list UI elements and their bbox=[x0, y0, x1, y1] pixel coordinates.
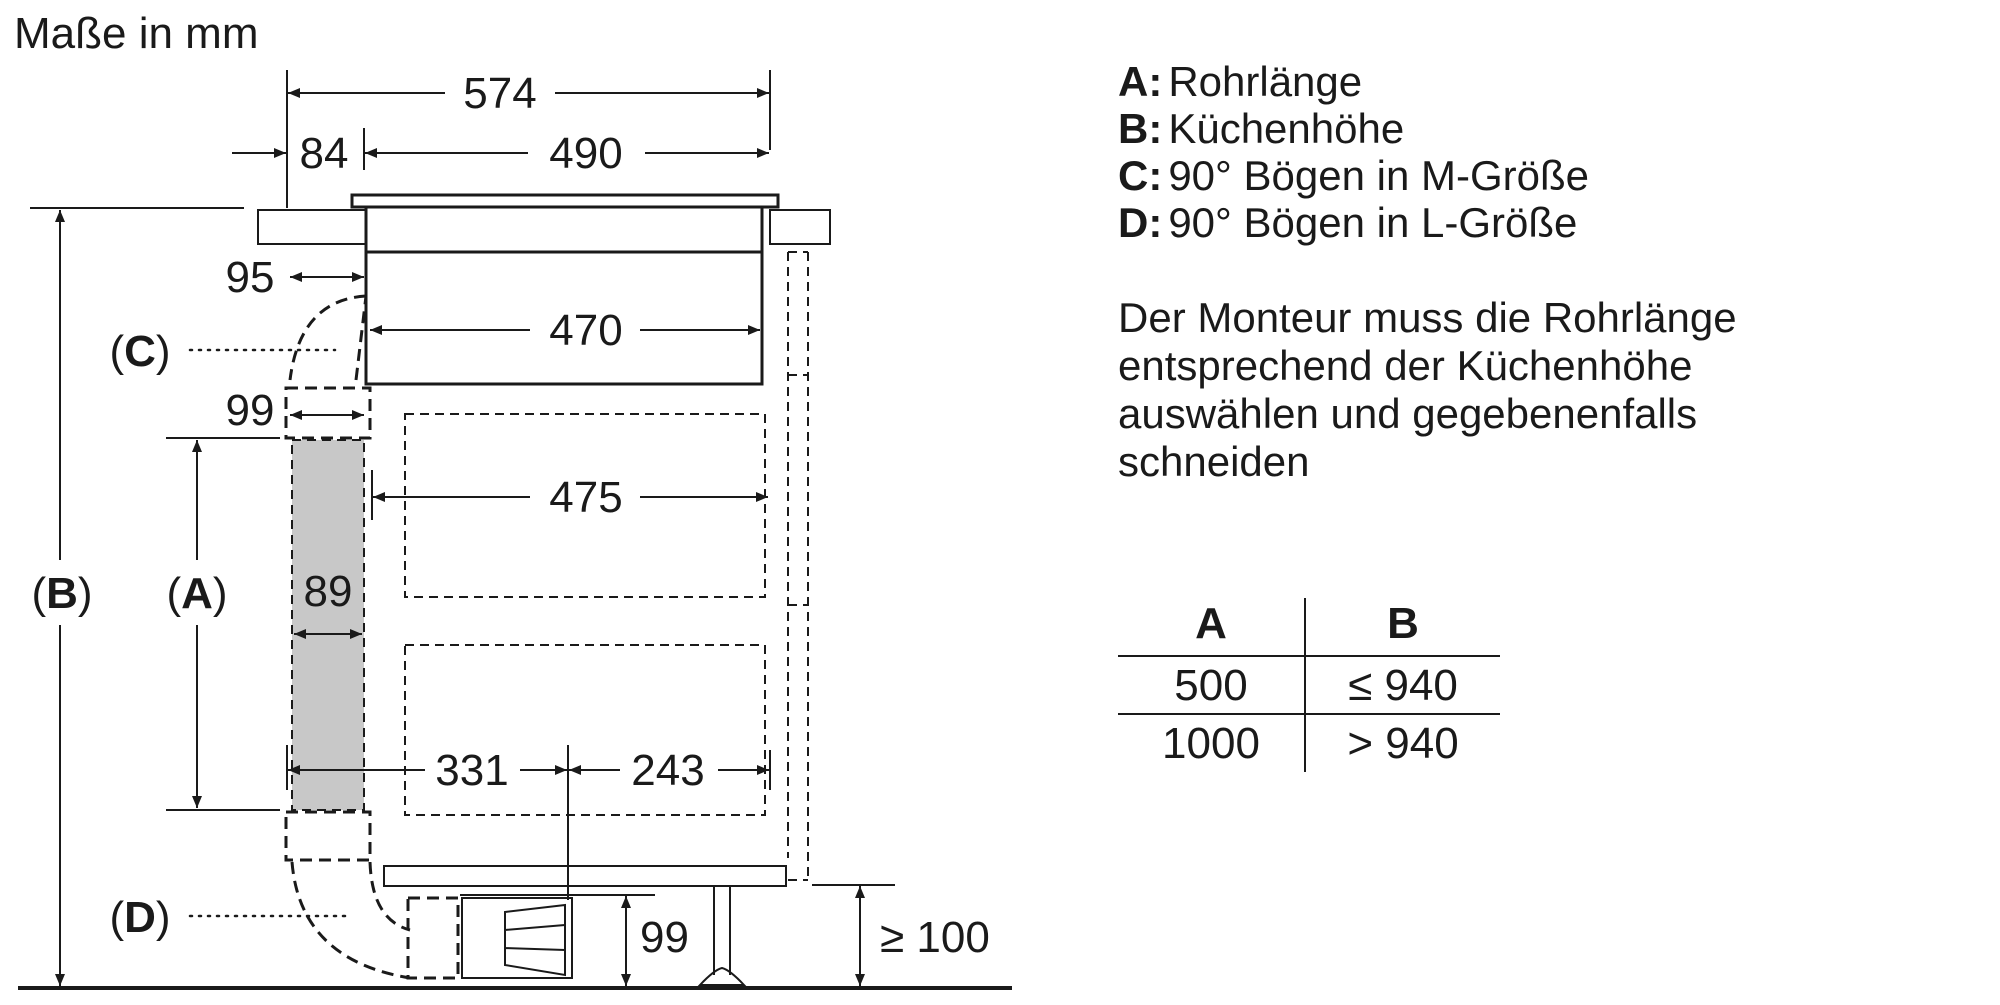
dim-99-top: 99 bbox=[226, 386, 275, 435]
dim-min-100: ≥ 100 bbox=[880, 913, 990, 962]
description-line: Der Monteur muss die Rohrlänge bbox=[1118, 294, 1737, 341]
dim-89: 89 bbox=[304, 567, 353, 616]
dim-470: 470 bbox=[549, 306, 622, 355]
cabinet-leg bbox=[697, 886, 747, 986]
legend: A:Rohrlänge B:Küchenhöhe C:90° Bögen in … bbox=[1118, 58, 1589, 246]
dim-475: 475 bbox=[549, 473, 622, 522]
svg-text:(C): (C) bbox=[109, 327, 170, 376]
label-c: (C) bbox=[109, 327, 170, 376]
duct-pipe bbox=[291, 439, 365, 811]
table-cell: ≤ 940 bbox=[1348, 661, 1458, 710]
dim-331: 331 bbox=[435, 746, 508, 795]
table-cell: 1000 bbox=[1162, 719, 1260, 768]
duct-bend-d bbox=[284, 810, 411, 980]
dim-99-bottom: 99 bbox=[640, 913, 689, 962]
legend-item-a: A:Rohrlänge bbox=[1118, 58, 1362, 105]
countertop bbox=[257, 209, 831, 245]
svg-text:(B): (B) bbox=[31, 569, 92, 618]
description-line: auswählen und gegebenenfalls bbox=[1118, 390, 1697, 437]
dim-574: 574 bbox=[463, 69, 536, 118]
size-table: A B 500 ≤ 940 1000 > 940 bbox=[1118, 598, 1500, 772]
cabinet-floor bbox=[383, 865, 787, 887]
dim-490: 490 bbox=[549, 129, 622, 178]
dim-95: 95 bbox=[226, 253, 275, 302]
description-line: schneiden bbox=[1118, 438, 1309, 485]
dim-243: 243 bbox=[631, 746, 704, 795]
duct-bend-c bbox=[284, 294, 372, 440]
description-line: entsprechend der Küchenhöhe bbox=[1118, 342, 1692, 389]
plinth-vent bbox=[406, 896, 573, 980]
legend-item-d: D:90° Bögen in L-Größe bbox=[1118, 199, 1577, 246]
label-b: (B) bbox=[31, 569, 92, 618]
dim-84: 84 bbox=[300, 129, 349, 178]
label-d: (D) bbox=[109, 893, 170, 942]
label-a: (A) bbox=[166, 569, 227, 618]
legend-item-b: B:Küchenhöhe bbox=[1118, 105, 1404, 152]
svg-text:(D): (D) bbox=[109, 893, 170, 942]
table-header-b: B bbox=[1387, 599, 1419, 648]
table-header-a: A bbox=[1195, 599, 1227, 648]
description: Der Monteur muss die Rohrlänge entsprech… bbox=[1118, 294, 1737, 485]
title: Maße in mm bbox=[14, 9, 258, 58]
svg-text:(A): (A) bbox=[166, 569, 227, 618]
cooktop bbox=[350, 193, 780, 386]
cabinet-outline bbox=[404, 251, 809, 881]
table-cell: 500 bbox=[1174, 661, 1247, 710]
table-cell: > 940 bbox=[1347, 719, 1458, 768]
legend-item-c: C:90° Bögen in M-Größe bbox=[1118, 152, 1589, 199]
